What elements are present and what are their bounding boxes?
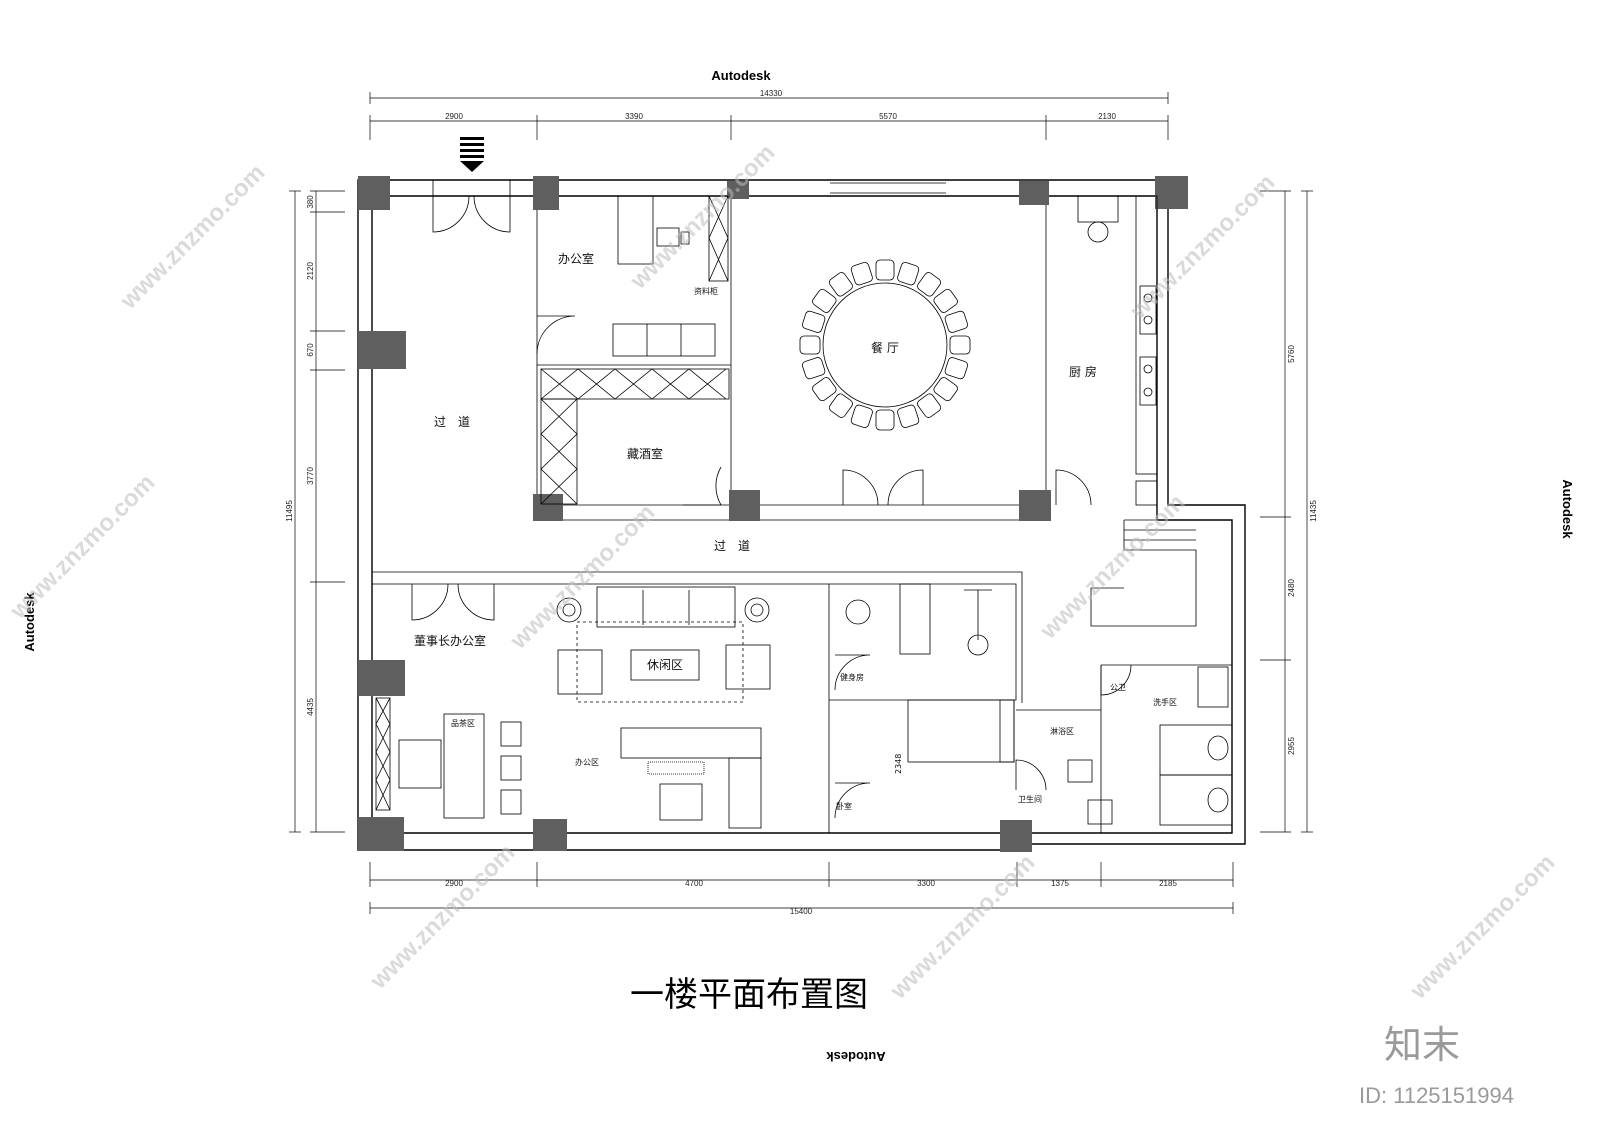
room-label-office: 办公室: [558, 251, 594, 266]
room-label-corridor-left: 过 道: [434, 415, 470, 429]
room-label-tea-area: 品茶区: [451, 718, 475, 728]
room-label-kitchen: 厨 房: [1069, 364, 1097, 379]
dim-right-total: 11435: [1309, 500, 1318, 522]
dim-right-seg-2: 2480: [1287, 579, 1296, 597]
dining-chair: [850, 262, 873, 286]
dim-bottom-total: 15400: [790, 907, 813, 916]
watermark-text: www.znzmo.com: [114, 159, 270, 315]
dining-chair: [828, 272, 853, 297]
entrance-arrow-icon: [460, 137, 484, 172]
doors: [411, 195, 1132, 819]
dim-left-seg-3: 670: [306, 343, 315, 357]
dim-bottom-seg-4: 1375: [1051, 879, 1069, 888]
room-label-corridor-mid: 过 道: [714, 539, 750, 553]
dim-bottom-seg-3: 3300: [917, 879, 935, 888]
walls: [357, 179, 1246, 851]
watermark-text: www.znzmo.com: [1404, 849, 1560, 1005]
dim-left-seg-4: 3770: [306, 467, 315, 485]
dim-top-seg-1: 2900: [445, 112, 463, 121]
image-id-text: ID: 1125151994: [1359, 1083, 1514, 1108]
room-label-wine-cellar: 藏酒室: [627, 446, 663, 461]
dining-chair: [828, 393, 853, 418]
dim-bottom-seg-1: 2900: [445, 879, 463, 888]
dining-chair: [799, 335, 821, 355]
dim-top-seg-3: 5570: [879, 112, 897, 121]
dim-top-seg-4: 2130: [1098, 112, 1116, 121]
dim-left-seg-2: 2120: [306, 262, 315, 280]
room-label-wash-area: 洗手区: [1153, 697, 1177, 707]
room-label-bedroom: 卧室: [836, 801, 852, 811]
dining-chair: [812, 288, 837, 313]
dim-left-total: 11495: [285, 500, 294, 522]
watermark-text: www.znzmo.com: [1124, 169, 1280, 325]
stamp-left: Autodesk: [22, 592, 37, 652]
room-label-shower-area: 淋浴区: [1050, 726, 1074, 736]
dining-chair: [933, 288, 958, 313]
stamp-bottom: Autodesk: [826, 1049, 886, 1064]
dining-chair: [917, 393, 942, 418]
room-label-public-wc: 公卫: [1110, 683, 1126, 692]
watermark-text: www.znzmo.com: [504, 499, 660, 655]
dining-chair: [917, 272, 942, 297]
brand-logo: 知末: [1384, 1023, 1460, 1067]
dining-chair: [944, 310, 968, 333]
dim-left-seg-1: 380: [306, 195, 315, 209]
furniture: [375, 195, 1233, 829]
dim-bed: 2348: [894, 754, 903, 774]
watermark-text: www.znzmo.com: [4, 469, 160, 625]
dining-chair: [802, 357, 826, 380]
dining-chair: [802, 310, 826, 333]
dimension-lines: [289, 92, 1313, 914]
watermark-text: www.znzmo.com: [884, 849, 1040, 1005]
dim-top-total: 14330: [760, 89, 783, 98]
dim-left-seg-5: 4435: [306, 698, 315, 716]
dim-right-seg-3: 2955: [1287, 737, 1296, 755]
dining-chair: [812, 377, 837, 402]
dim-bottom-seg-5: 2185: [1159, 879, 1177, 888]
dining-chair: [933, 377, 958, 402]
dining-chairs: [799, 259, 971, 431]
dining-chair: [875, 259, 895, 281]
dining-chair: [875, 409, 895, 431]
watermark-text: www.znzmo.com: [624, 139, 780, 295]
dining-chair: [949, 335, 971, 355]
dining-chair: [897, 262, 920, 286]
room-label-dining: 餐 厅: [871, 340, 899, 355]
watermark-text: www.znzmo.com: [364, 839, 520, 995]
room-label-chairman-office: 董事长办公室: [414, 633, 486, 648]
room-label-gym: 健身房: [840, 672, 864, 682]
dining-chair: [897, 404, 920, 428]
dining-chair: [944, 357, 968, 380]
room-label-work-area: 办公区: [575, 757, 599, 767]
room-label-bathroom: 卫生间: [1018, 794, 1042, 804]
room-label-lounge: 休闲区: [647, 658, 683, 672]
room-label-file-cabinet: 资料柜: [694, 286, 718, 296]
dining-chair: [850, 404, 873, 428]
stamp-right: Autodesk: [1560, 479, 1575, 539]
stamp-top: Autodesk: [711, 68, 771, 83]
dim-top-seg-2: 3390: [625, 112, 643, 121]
dim-bottom-seg-2: 4700: [685, 879, 703, 888]
watermark-text: www.znzmo.com: [1034, 489, 1190, 645]
structural-columns: [358, 176, 1188, 852]
dim-right-seg-1: 5760: [1287, 345, 1296, 363]
drawing-title: 一楼平面布置图: [630, 975, 868, 1015]
